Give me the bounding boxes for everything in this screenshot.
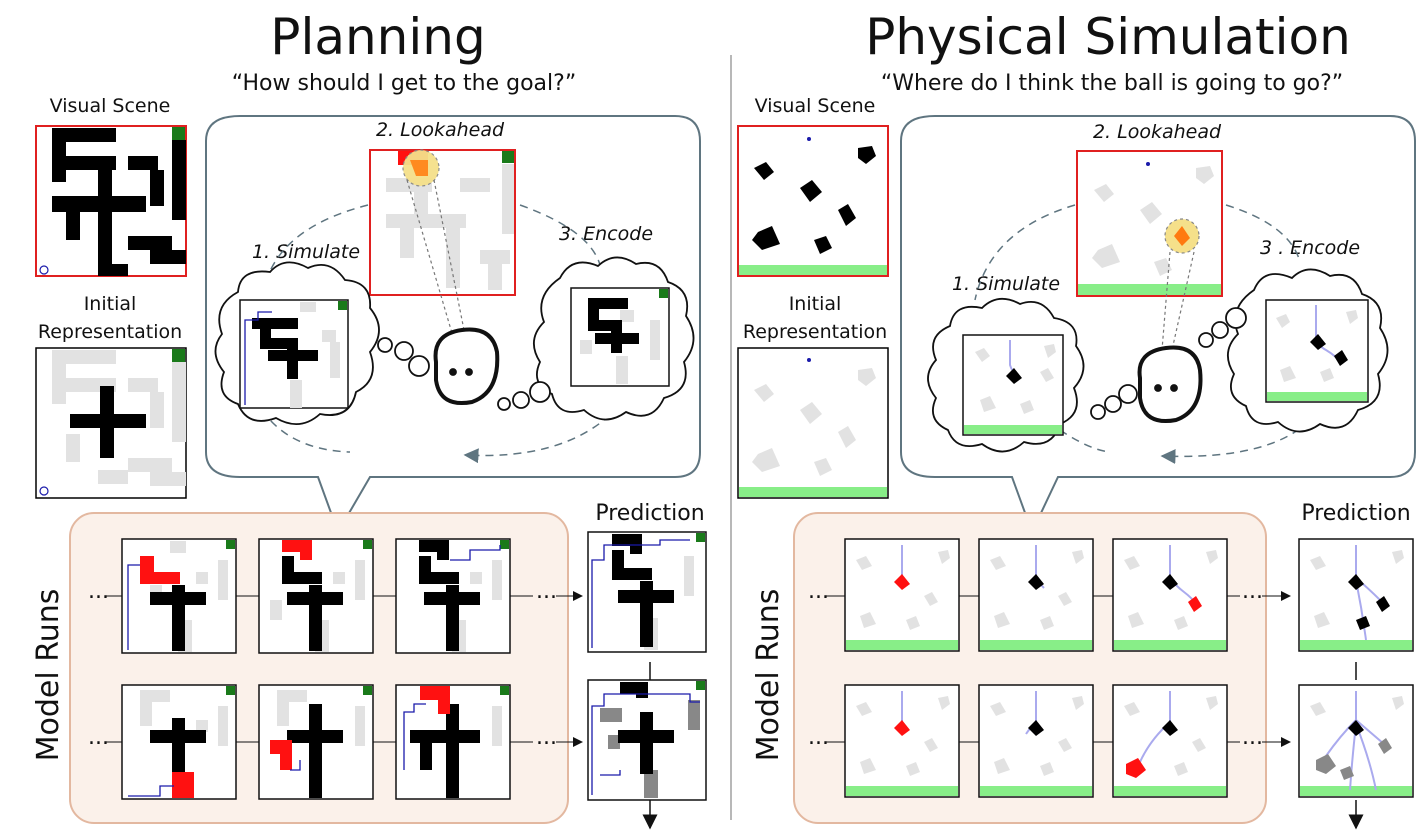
svg-text:...: ... — [808, 579, 829, 604]
planning-visual-scene-label: Visual Scene — [50, 95, 171, 117]
physics-visual-scene — [737, 125, 889, 277]
physics-step-simulate: 1. Simulate — [952, 273, 1060, 295]
planning-thought-box — [205, 115, 701, 535]
physics-model-runs-label: Model Runs — [751, 589, 786, 762]
planning-visual-scene-maze — [35, 125, 187, 277]
physics-simulate-cloud — [927, 298, 1085, 453]
planning-initial-representation-maze — [35, 347, 187, 499]
physics-initial-label-2: Representation — [743, 321, 887, 343]
planning-step-lookahead: 2. Lookahead — [376, 119, 505, 141]
planning-question: “How should I get to the goal?” — [232, 71, 576, 96]
physics-lookahead — [1076, 150, 1223, 351]
planning-run-2-frame-2 — [258, 684, 374, 800]
svg-text:...: ... — [1242, 725, 1263, 750]
planning-prediction-2 — [587, 679, 707, 801]
physics-step-lookahead: 2. Lookahead — [1093, 121, 1222, 143]
planning-run-1-frame-1 — [121, 538, 237, 654]
physics-question: “Where do I think the ball is going to g… — [881, 71, 1343, 96]
planning-initial-label-2: Representation — [38, 321, 182, 343]
svg-text:...: ... — [808, 725, 829, 750]
physics-run-2-frame-3 — [1112, 684, 1228, 798]
physics-agent — [1090, 307, 1247, 423]
planning-run-row-1: ... ... — [88, 579, 583, 604]
physics-run-1-frame-3 — [1112, 538, 1228, 652]
planning-run-1-frame-3 — [395, 538, 511, 654]
planning-encode-cloud — [533, 256, 695, 421]
planning-initial-label-1: Initial — [84, 293, 137, 315]
svg-text:...: ... — [88, 725, 109, 750]
physics-run-2-frame-2 — [978, 684, 1094, 798]
physics-initial-label-1: Initial — [789, 293, 842, 315]
planning-model-runs-label: Model Runs — [31, 589, 66, 762]
planning-step-simulate: 1. Simulate — [252, 241, 360, 263]
physics-run-row-2: ... ... — [808, 725, 1291, 750]
planning-title: Planning — [270, 8, 485, 66]
planning-prediction-label: Prediction — [595, 501, 704, 526]
physics-encode-cloud — [1227, 268, 1389, 433]
svg-text:...: ... — [536, 579, 557, 604]
physics-prediction-2 — [1298, 684, 1414, 798]
physics-run-2-frame-1 — [844, 684, 960, 798]
planning-run-row-2: ... ... — [88, 725, 583, 750]
physics-visual-scene-label: Visual Scene — [755, 95, 876, 117]
planning-run-2-frame-1 — [121, 684, 237, 800]
svg-text:...: ... — [536, 725, 557, 750]
svg-text:...: ... — [88, 579, 109, 604]
physics-prediction-1 — [1298, 538, 1414, 652]
planning-prediction-1 — [587, 531, 707, 653]
physics-run-row-1: ... ... — [808, 579, 1291, 604]
physics-title: Physical Simulation — [865, 8, 1351, 66]
planning-step-encode: 3. Encode — [559, 223, 653, 245]
physics-initial-representation — [737, 347, 889, 499]
physics-step-encode: 3 . Encode — [1260, 237, 1360, 259]
planning-run-1-frame-2 — [258, 538, 374, 654]
planning-simulate-cloud — [214, 261, 380, 425]
svg-text:...: ... — [1242, 579, 1263, 604]
planning-agent — [377, 327, 551, 411]
planning-lookahead-maze — [369, 149, 516, 341]
physics-run-1-frame-1 — [844, 538, 960, 652]
physics-prediction-label: Prediction — [1301, 501, 1410, 526]
physics-run-1-frame-2 — [978, 538, 1094, 652]
planning-run-2-frame-3 — [395, 684, 511, 800]
